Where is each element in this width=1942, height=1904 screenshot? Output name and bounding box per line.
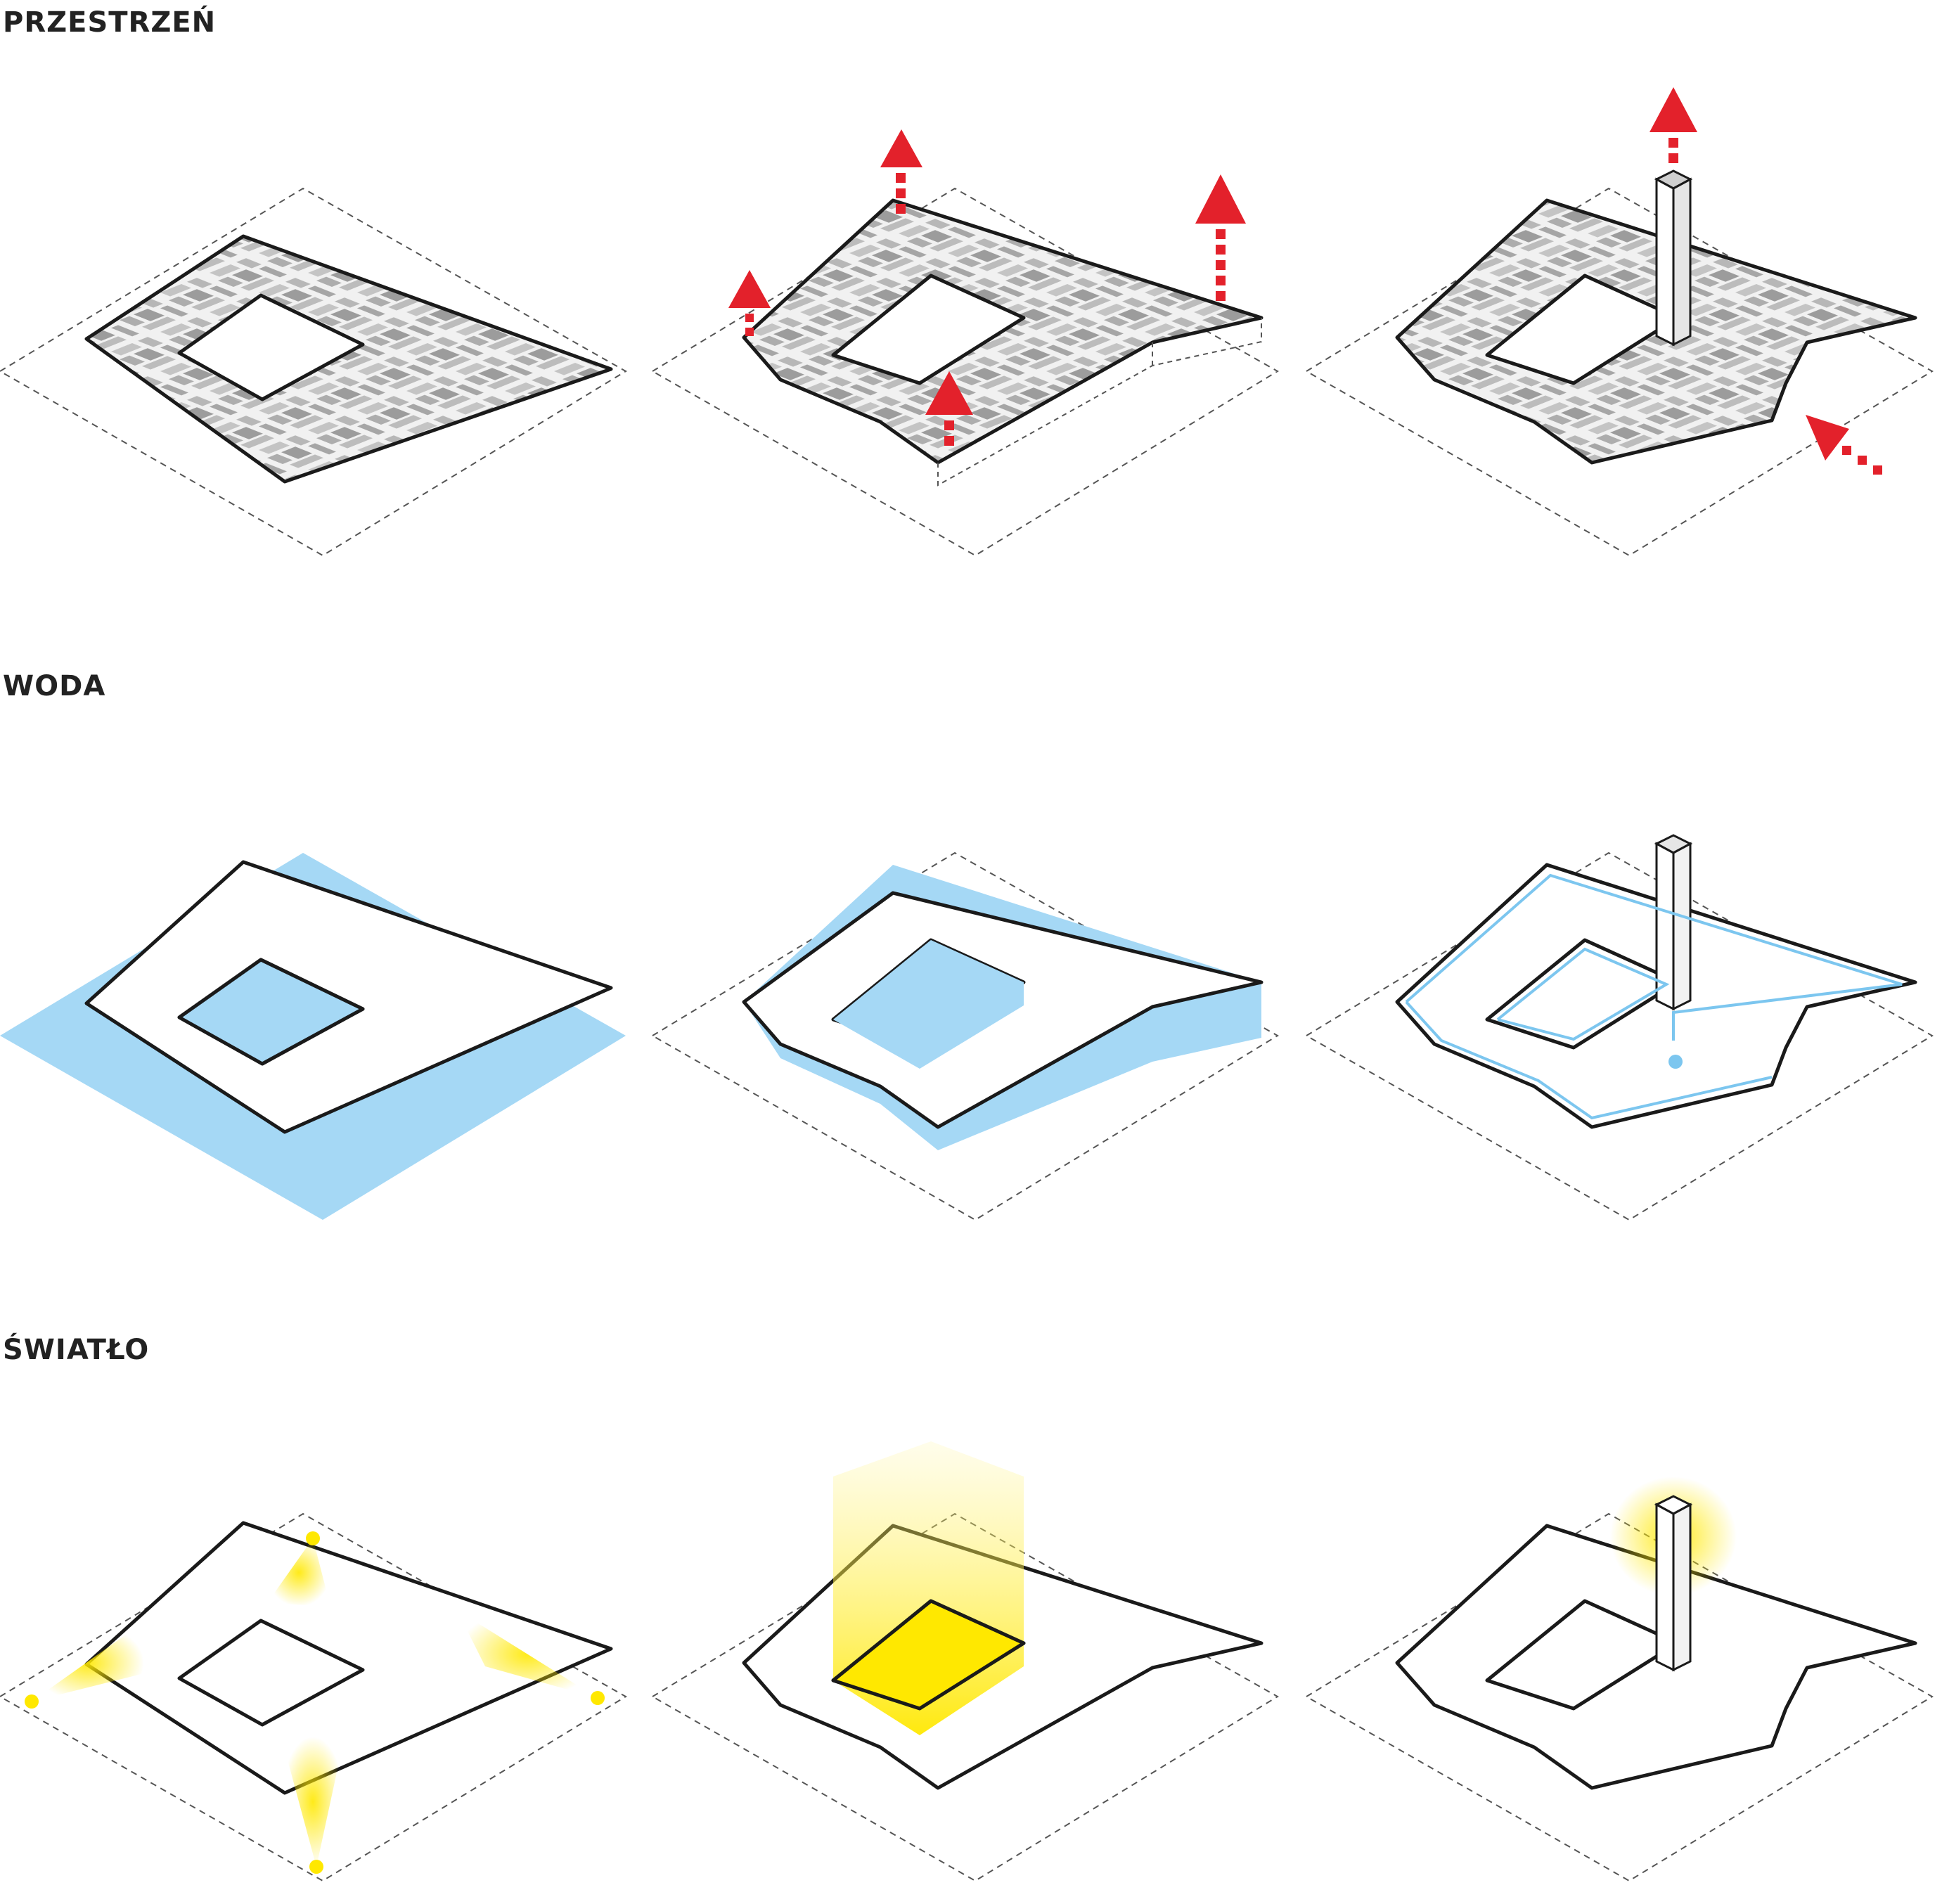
red-up-arrow-icon <box>1650 87 1697 163</box>
light-diagram-3 <box>1395 1477 1917 1790</box>
red-up-arrow-icon <box>1195 174 1246 301</box>
red-inflow-arrow-icon <box>1806 415 1882 475</box>
section-title-space: PRZESTRZEŃ <box>3 6 217 39</box>
light-diagram-1 <box>25 1521 613 1874</box>
tower-1 <box>1654 169 1693 347</box>
ground-plane-1 <box>0 187 627 557</box>
ground-plane-4 <box>651 851 1279 1221</box>
red-up-arrow-icon <box>880 129 922 214</box>
section-title-water: WODA <box>3 670 106 702</box>
ground-plane-5 <box>1305 851 1934 1221</box>
ground-plane-8 <box>1305 1512 1934 1882</box>
water-diagram-2 <box>742 865 1263 1150</box>
ground-plane-7 <box>651 1512 1279 1882</box>
site-raised-plane <box>742 198 1263 465</box>
ground-plane-6 <box>0 1512 627 1882</box>
site-flat-plane <box>84 234 613 484</box>
red-up-arrow-icon <box>728 270 771 336</box>
ground-plane-2 <box>651 187 1279 557</box>
water-droplet-icon <box>1668 1055 1683 1069</box>
light-source-icon <box>25 1531 605 1874</box>
ground-plane-3 <box>1305 187 1934 557</box>
light-diagram-2 <box>742 1441 1263 1790</box>
water-diagram-3 <box>1395 834 1917 1129</box>
red-up-arrow-icon <box>925 371 973 446</box>
water-diagram-1 <box>0 853 626 1220</box>
section-title-light: ŚWIATŁO <box>3 1334 150 1366</box>
